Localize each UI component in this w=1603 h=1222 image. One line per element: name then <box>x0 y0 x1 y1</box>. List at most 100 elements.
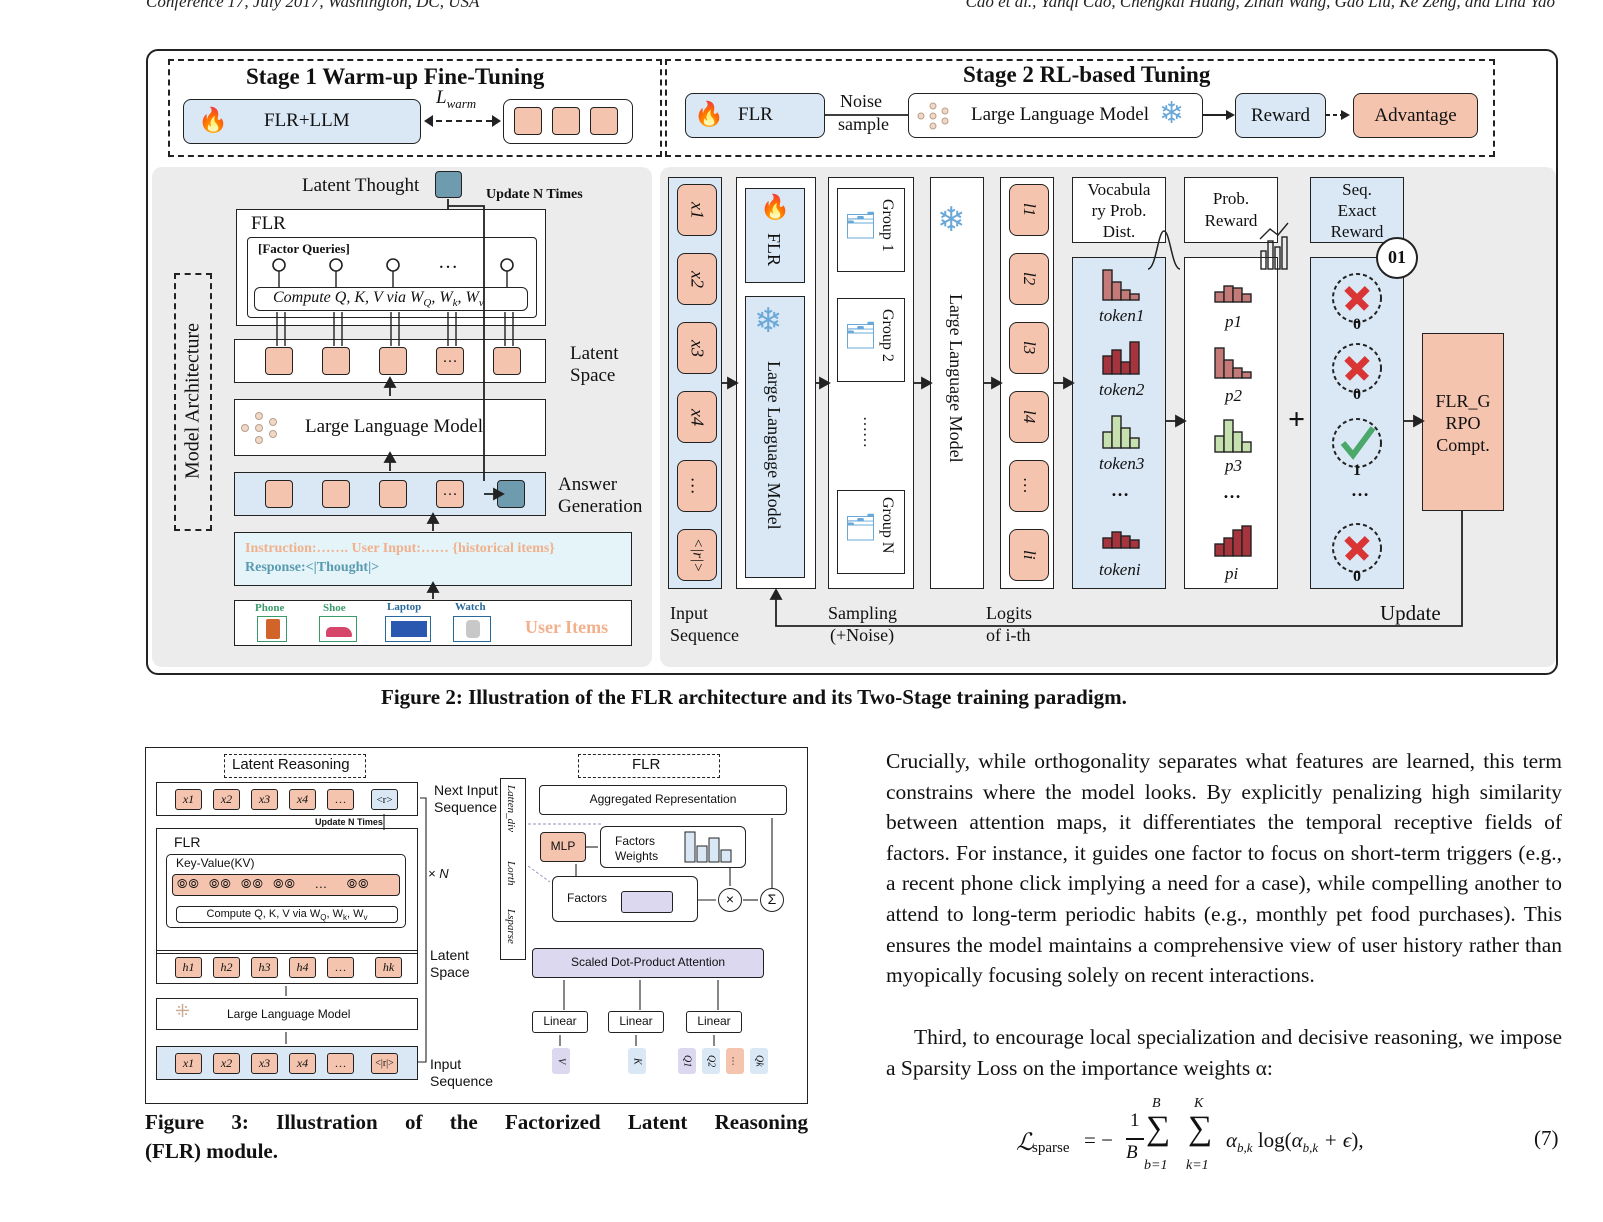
user-items-label: User Items <box>525 617 609 637</box>
input-token: x4 <box>677 391 717 443</box>
times-n-label: × N <box>428 866 449 881</box>
neural-net-icon <box>241 412 277 444</box>
vocab-dist-header: Vocabula ry Prob. Dist. <box>1072 177 1166 243</box>
response-text: Response:<|Thought|> <box>245 560 380 575</box>
input-token: … <box>677 460 717 512</box>
group-box: 🗂 Group 1 <box>837 188 905 272</box>
paragraph-1-text: Crucially, while orthogonality separates… <box>886 749 1562 988</box>
laptop-icon <box>385 616 431 642</box>
queries-ellipsis: … <box>438 251 458 273</box>
seq-reward-line: Exact <box>1337 201 1377 220</box>
user-items-box: Phone Shoe Laptop Watch User Items <box>234 600 632 646</box>
token-label: token2 <box>1099 380 1145 399</box>
reward-box: Reward <box>1235 93 1326 138</box>
col-flr-box: 🔥 FLR <box>745 188 805 283</box>
warm-token <box>552 107 580 135</box>
logits-label-2: of i-th <box>986 625 1031 645</box>
next-input-label-1: Next Input <box>434 782 498 798</box>
sum-icon: Σ <box>760 888 784 912</box>
f3-token: h3 <box>251 957 278 978</box>
col-llm-label: Large Language Model <box>764 361 784 530</box>
answer-label-2: Generation <box>558 496 643 517</box>
figure-3: Latent Reasoning FLR x1 x2 x3 x4 … <r> N… <box>145 747 808 1104</box>
warm-token-box <box>503 99 633 144</box>
mlp-box: MLP <box>540 832 586 862</box>
score-label: 0 <box>1353 568 1361 585</box>
col-llm-box: ❄ Large Language Model <box>745 296 805 578</box>
phone-icon <box>257 616 287 642</box>
grpo-line: RPO <box>1445 413 1481 433</box>
fire-icon: 🔥 <box>694 102 724 128</box>
input-sequence-column: x1 x2 x3 x4 … <|r|> <box>668 177 722 589</box>
linear-label: Linear <box>619 1014 653 1028</box>
token-ellipsis: … <box>1111 480 1129 500</box>
flr-title-box <box>578 754 720 778</box>
latent-space-label-1: Latent <box>570 343 619 364</box>
figure-2-caption: Figure 2: Illustration of the FLR archit… <box>381 685 1127 709</box>
linear-box: Linear <box>532 1011 588 1033</box>
neural-net-icon: ⁜ <box>175 1001 191 1021</box>
stage2-flr-label: FLR <box>738 104 773 125</box>
grpo-line: Compt. <box>1436 435 1490 455</box>
input-token: x2 <box>677 253 717 305</box>
histogram-icon <box>1214 347 1252 379</box>
model-architecture-box <box>174 273 212 531</box>
group-box: 🗂 Group N <box>837 490 905 574</box>
l-warm-label: Lwarm <box>436 87 477 111</box>
answer-token <box>322 480 350 508</box>
col-flr-label: FLR <box>764 233 784 267</box>
latent-row: h1 h2 h3 h4 … hk <box>156 950 418 984</box>
f3-token: hk <box>375 957 402 978</box>
f3-token: x1 <box>175 789 202 810</box>
paragraph-2-text: Third, to encourage local specialization… <box>886 1025 1562 1080</box>
stage2-flr-box: 🔥 FLR <box>685 93 825 138</box>
score-label: 0 <box>1353 316 1361 333</box>
warm-token <box>590 107 618 135</box>
fw-label: Weights <box>615 849 659 863</box>
prob-reward-header: Prob. Reward <box>1184 177 1278 243</box>
paragraph-1: Crucially, while orthogonality separates… <box>886 746 1562 991</box>
latent-space-box: … <box>234 339 546 383</box>
stage1-title: Stage 1 Warm-up Fine-Tuning <box>246 64 545 89</box>
prompt-box: Instruction:……. User Input:…… {historica… <box>234 532 632 586</box>
f3-token: x4 <box>289 789 316 810</box>
group-label: Group N <box>879 497 896 554</box>
input-row: x1 x2 x3 x4 … <|r|> <box>156 1046 418 1080</box>
f3-token: … <box>327 957 354 978</box>
distribution-curve-icon <box>1147 230 1181 270</box>
fire-icon: 🔥 <box>760 195 790 221</box>
vocab-line: ry Prob. <box>1091 201 1147 220</box>
answer-token <box>265 480 293 508</box>
input-seq-label-2: Sequence <box>430 1073 494 1089</box>
copy-stack-icon: 🗂 <box>844 321 878 350</box>
f3-token: h2 <box>213 957 240 978</box>
loss-column: Latten_div Lorth Lsparse <box>500 778 526 960</box>
logit-token: l1 <box>1009 184 1049 236</box>
vocab-line: Dist. <box>1102 222 1136 241</box>
linear-label: Linear <box>543 1014 577 1028</box>
bar-chart-icon <box>1259 222 1289 270</box>
aggregated-label: Aggregated Representation <box>589 792 737 806</box>
bar-chart-icon <box>684 831 732 863</box>
arch-llm-label: Large Language Model <box>305 416 483 437</box>
item-label: Watch <box>455 601 486 613</box>
running-header-right: Cao et al., Yanqi Cao, Chengkai Huang, Z… <box>965 0 1555 11</box>
input-k: K <box>628 1048 646 1074</box>
factors-weights-box: Factors Weights <box>600 826 746 868</box>
next-input-row: x1 x2 x3 x4 … <r> <box>156 782 418 816</box>
histogram-icon <box>1214 285 1252 303</box>
snowflake-thermometer-icon: ❄ <box>937 202 966 239</box>
input-token: x1 <box>677 184 717 236</box>
f3-token: … <box>327 789 354 810</box>
kv-row: ⦾⦾ ⦾⦾ ⦾⦾ ⦾⦾ … ⦾⦾ <box>172 874 400 896</box>
multiply-icon: × <box>718 888 742 912</box>
histogram-icon <box>1102 341 1140 375</box>
f3-token: <r> <box>371 789 398 810</box>
figure-2: Stage 1 Warm-up Fine-Tuning 🔥 FLR+LLM Lw… <box>146 49 1558 675</box>
input-v: V <box>552 1048 570 1074</box>
sampling-label-2: (+Noise) <box>830 625 895 645</box>
col-llm2-label: Large Language Model <box>946 294 966 463</box>
f3-token: x3 <box>251 789 278 810</box>
prob-column: p1 p2 p3 … pi <box>1184 257 1278 589</box>
stage2-box <box>665 59 1495 157</box>
